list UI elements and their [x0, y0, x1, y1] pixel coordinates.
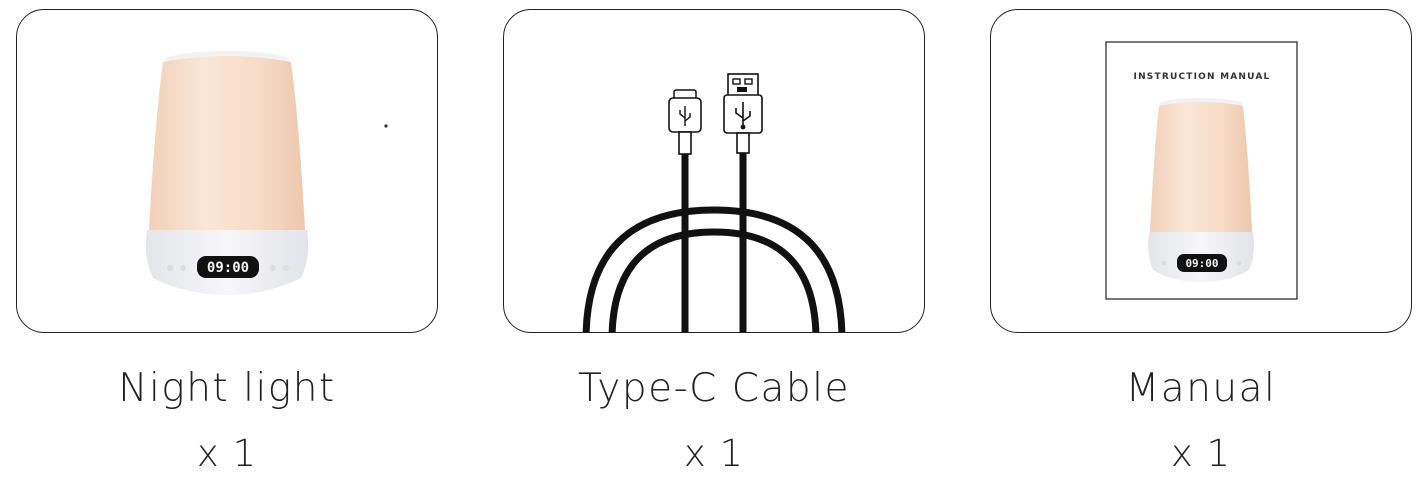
item-label-night-light: Night light — [118, 366, 336, 411]
package-item-type-c-cable: Type-C Cable x 1 — [503, 0, 927, 488]
lamp-clock-display: 09:00 — [207, 260, 249, 276]
night-light-image-frame: 09:00 — [16, 9, 438, 333]
package-item-night-light: 09:00 Night light x 1 — [16, 0, 440, 488]
item-label-manual: Manual — [1125, 366, 1277, 411]
instruction-manual-icon: INSTRUCTION MANUAL 09:00 — [1105, 41, 1298, 300]
item-quantity-manual: x 1 — [1170, 432, 1232, 475]
manual-image-frame: INSTRUCTION MANUAL 09:00 — [990, 9, 1412, 333]
cable-image-frame — [503, 9, 925, 333]
item-label-type-c-cable: Type-C Cable — [578, 366, 850, 411]
package-item-manual: INSTRUCTION MANUAL 09:00 Manual x 1 — [990, 0, 1414, 488]
usb-cable-icon — [582, 73, 846, 332]
manual-cover-title: INSTRUCTION MANUAL — [1134, 72, 1271, 82]
night-light-lamp-icon: 09:00 — [145, 51, 388, 295]
item-quantity-night-light: x 1 — [196, 432, 258, 475]
manual-lamp-clock-display: 09:00 — [1185, 257, 1218, 270]
usb-symbol-icon — [679, 106, 691, 126]
item-quantity-type-c-cable: x 1 — [683, 432, 745, 475]
